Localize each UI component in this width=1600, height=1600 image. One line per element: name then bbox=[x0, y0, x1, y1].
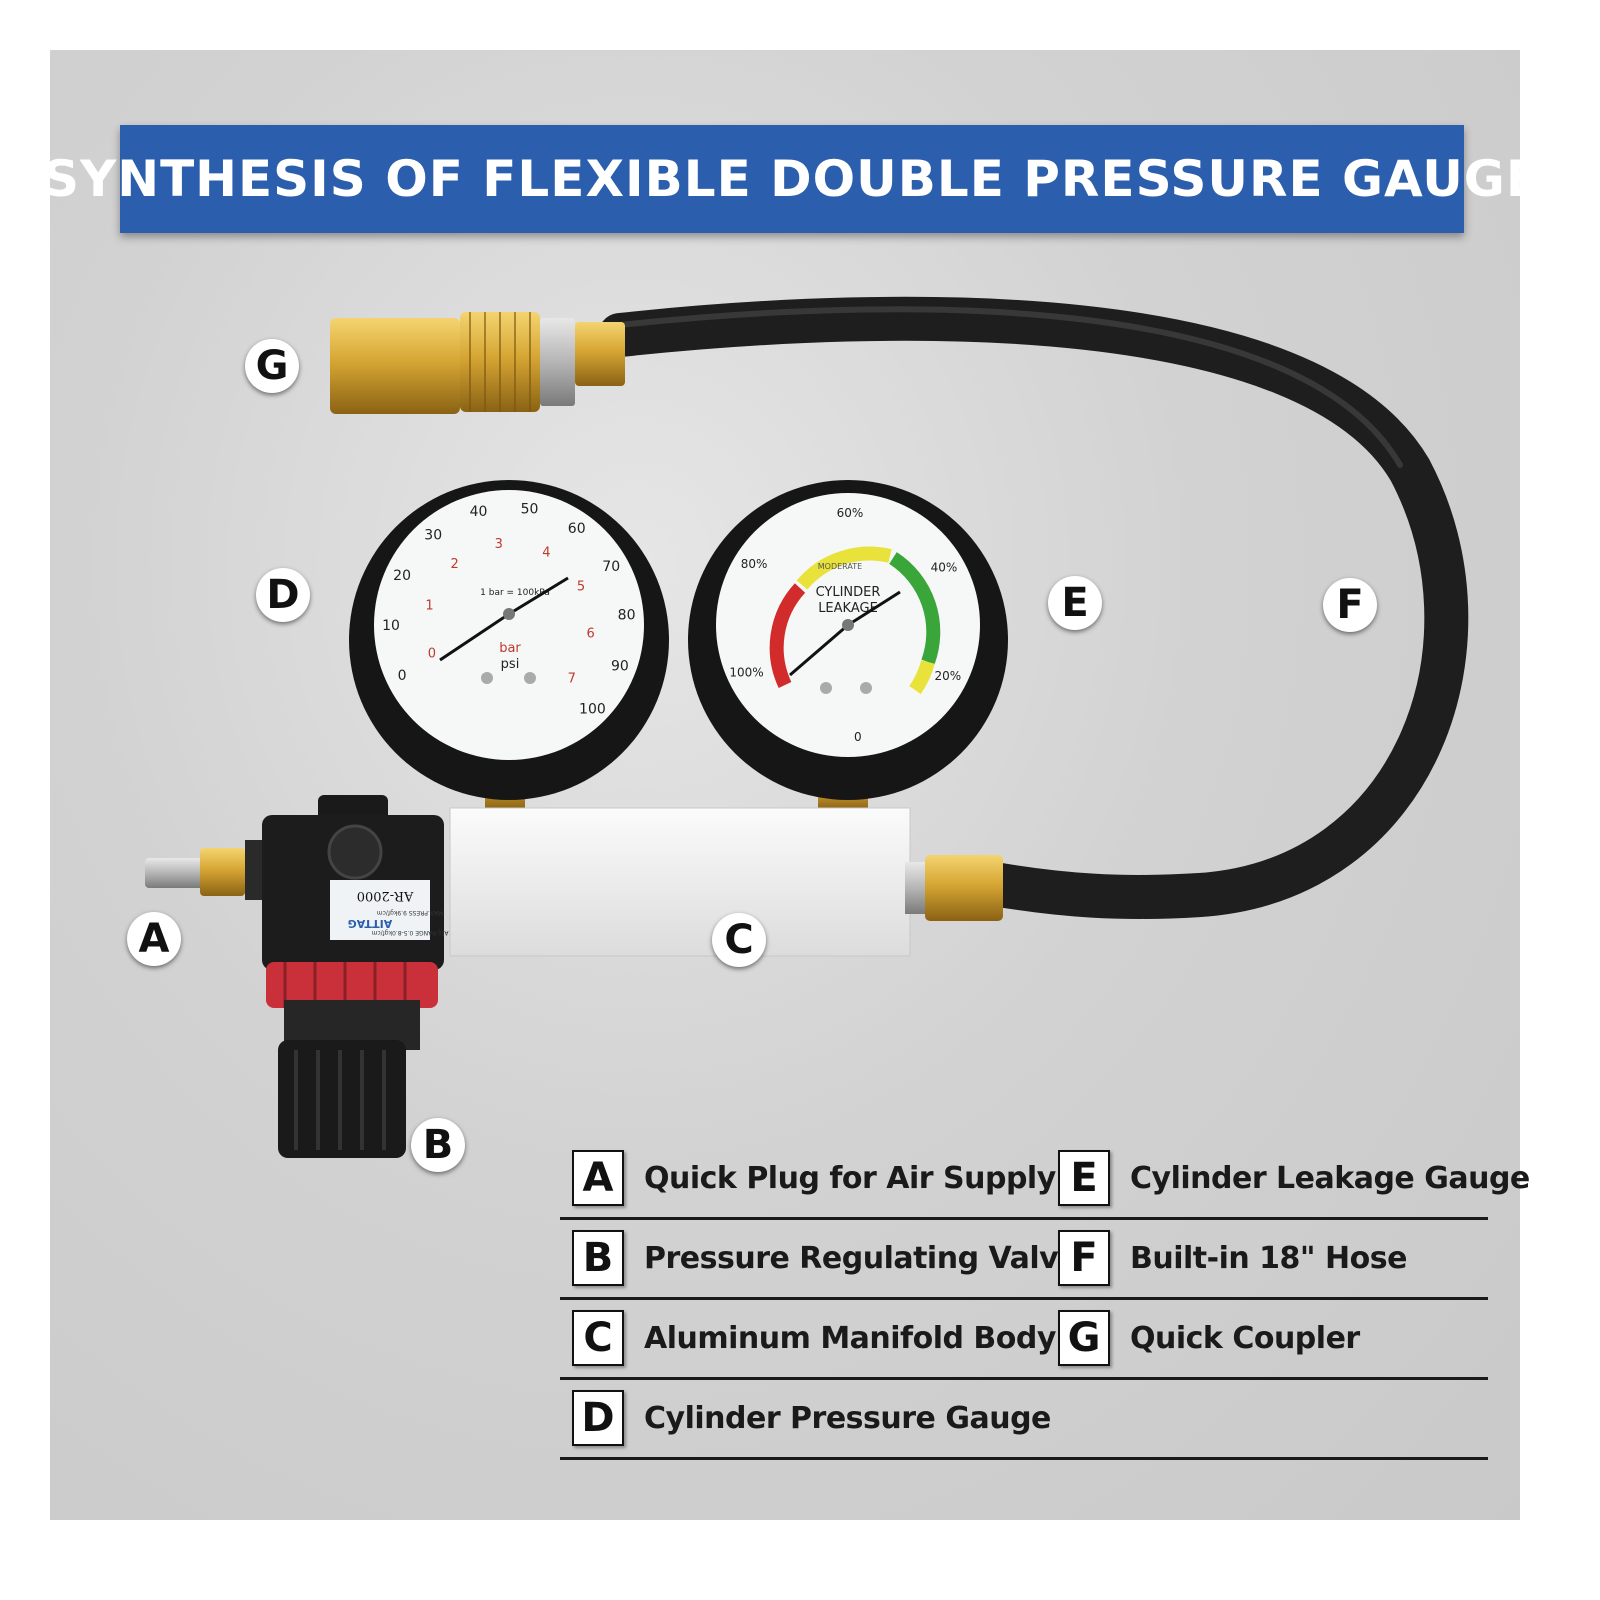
aluminum-manifold bbox=[449, 807, 1003, 957]
legend-divider bbox=[560, 1377, 1488, 1380]
callout-g: G bbox=[245, 339, 299, 393]
hose-highlight bbox=[617, 306, 1403, 468]
leakage-gauge-needle bbox=[847, 590, 901, 627]
callout-d: D bbox=[256, 568, 310, 622]
psi-tick-label: 70 bbox=[602, 559, 620, 575]
regulator-brand: AITTAG bbox=[348, 917, 393, 930]
callout-a: A bbox=[127, 912, 181, 966]
quick-plug bbox=[145, 840, 265, 900]
psi-tick-label: 10 bbox=[382, 618, 400, 634]
bar-tick-label: 1 bbox=[425, 598, 433, 613]
leakage-tick-label: 0 bbox=[854, 730, 862, 744]
leakage-scale: 100% 80% 60% 40% 20% 0 bbox=[729, 506, 961, 744]
legend-item: C Aluminum Manifold Body bbox=[572, 1308, 1056, 1368]
leakage-tick-label: 60% bbox=[837, 506, 864, 520]
regulator-model: AR-2000 bbox=[357, 888, 415, 903]
legend-letter: B bbox=[572, 1230, 624, 1286]
leakage-band-green bbox=[889, 552, 941, 665]
leakage-band-red bbox=[769, 583, 806, 688]
leakage-band-moderate: MODERATE bbox=[818, 562, 862, 571]
legend-item: F Built-in 18" Hose bbox=[1058, 1228, 1407, 1288]
leakage-tick-label: 80% bbox=[741, 557, 768, 571]
hose bbox=[598, 296, 1469, 919]
bar-tick-label: 2 bbox=[451, 557, 459, 572]
psi-tick-label: 100 bbox=[579, 701, 606, 717]
bar-tick-label: 7 bbox=[568, 671, 576, 686]
legend-item: G Quick Coupler bbox=[1058, 1308, 1360, 1368]
leakage-tick-label: 40% bbox=[931, 561, 958, 575]
psi-tick-label: 0 bbox=[398, 668, 407, 684]
pressure-gauge-unit-bar: bar bbox=[499, 641, 521, 656]
legend-row: B Pressure Regulating Valve F Built-in 1… bbox=[560, 1220, 1488, 1300]
legend-label: Cylinder Leakage Gauge bbox=[1130, 1160, 1530, 1196]
leakage-title-line2: LEAKAGE bbox=[818, 601, 878, 616]
bar-tick-label: 4 bbox=[542, 546, 550, 561]
leakage-band-yellow bbox=[796, 546, 892, 590]
legend-item: D Cylinder Pressure Gauge bbox=[572, 1388, 1051, 1448]
quick-coupler bbox=[330, 312, 625, 414]
cylinder-pressure-gauge: 0 10 20 30 40 50 60 70 80 90 100 0 1 2 3 4 5 6 7 1 bar = … bbox=[349, 480, 669, 810]
legend-item: E Cylinder Leakage Gauge bbox=[1058, 1148, 1530, 1208]
legend-item: A Quick Plug for Air Supply bbox=[572, 1148, 1056, 1208]
legend-divider bbox=[560, 1217, 1488, 1220]
cylinder-leakage-gauge: CYLINDER LEAKAGE MODERATE 100% 80% 60% 40% 2… bbox=[688, 480, 1008, 810]
legend-divider bbox=[560, 1457, 1488, 1460]
pressure-gauge-note: 1 bar = 100kPa bbox=[480, 588, 550, 598]
bar-tick-label: 0 bbox=[428, 647, 436, 662]
pressure-gauge-needle bbox=[508, 576, 569, 616]
banner-title: SYNTHESIS OF FLEXIBLE DOUBLE PRESSURE GA… bbox=[43, 150, 1542, 208]
legend-row: D Cylinder Pressure Gauge bbox=[560, 1380, 1488, 1460]
title-banner: SYNTHESIS OF FLEXIBLE DOUBLE PRESSURE GA… bbox=[43, 125, 1540, 233]
legend-item: B Pressure Regulating Valve bbox=[572, 1228, 1079, 1288]
legend-label: Cylinder Pressure Gauge bbox=[644, 1400, 1051, 1436]
psi-tick-label: 60 bbox=[568, 521, 586, 537]
regulator-spec1: MAX.PRESS 9.9kgf/cm bbox=[377, 909, 444, 916]
bar-tick-label: 5 bbox=[577, 579, 585, 594]
callout-b: B bbox=[411, 1118, 465, 1172]
callout-f: F bbox=[1323, 578, 1377, 632]
callout-c: C bbox=[712, 913, 766, 967]
legend-letter: D bbox=[572, 1390, 624, 1446]
leakage-tick-label: 100% bbox=[729, 666, 763, 680]
legend-label: Aluminum Manifold Body bbox=[644, 1320, 1056, 1356]
legend-label: Quick Plug for Air Supply bbox=[644, 1160, 1056, 1196]
legend-letter: G bbox=[1058, 1310, 1110, 1366]
legend-label: Pressure Regulating Valve bbox=[644, 1240, 1079, 1276]
legend-label: Quick Coupler bbox=[1130, 1320, 1360, 1356]
legend-letter: F bbox=[1058, 1230, 1110, 1286]
psi-tick-label: 50 bbox=[521, 502, 539, 518]
psi-tick-label: 20 bbox=[393, 568, 411, 584]
legend-label: Built-in 18" Hose bbox=[1130, 1240, 1407, 1276]
leakage-tick-label: 20% bbox=[934, 669, 961, 683]
legend-row: A Quick Plug for Air Supply E Cylinder L… bbox=[560, 1140, 1530, 1220]
legend-letter: A bbox=[572, 1150, 624, 1206]
pressure-gauge-unit-psi: psi bbox=[501, 657, 520, 672]
legend-divider bbox=[560, 1297, 1488, 1300]
bar-scale: 0 1 2 3 4 5 6 7 bbox=[425, 537, 594, 686]
bar-tick-label: 3 bbox=[495, 537, 503, 552]
regulator-spec2: ADJ.RANGE 0.5-8.0kgf/cm bbox=[371, 929, 448, 936]
psi-tick-label: 40 bbox=[470, 504, 488, 520]
bar-tick-label: 6 bbox=[586, 627, 594, 642]
leakage-title-line1: CYLINDER bbox=[816, 585, 881, 600]
pressure-regulator: AITTAG AR-2000 MAX.PRESS 9.9kgf/cm ADJ.R… bbox=[262, 795, 449, 1158]
callout-e: E bbox=[1048, 576, 1102, 630]
legend-letter: E bbox=[1058, 1150, 1110, 1206]
psi-tick-label: 30 bbox=[424, 528, 442, 544]
legend-letter: C bbox=[572, 1310, 624, 1366]
legend-row: C Aluminum Manifold Body G Quick Coupler bbox=[560, 1300, 1488, 1380]
psi-tick-label: 80 bbox=[618, 608, 636, 624]
psi-tick-label: 90 bbox=[611, 658, 629, 674]
